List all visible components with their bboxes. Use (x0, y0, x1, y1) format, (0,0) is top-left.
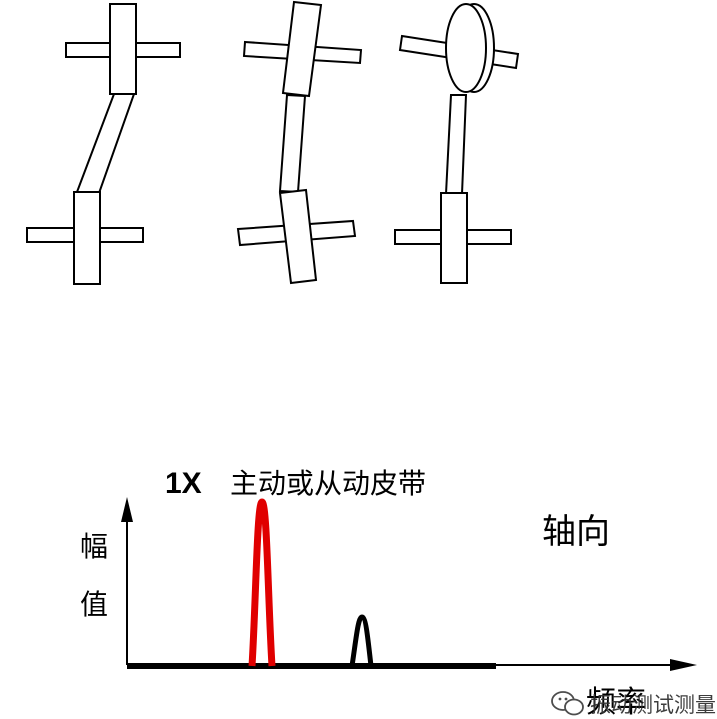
watermark-text: 振动测试测量 (590, 693, 716, 717)
connecting-shaft-1 (75, 93, 136, 198)
watermark: 振动测试测量 (551, 691, 716, 717)
upper-coupling-hub-2 (281, 0, 323, 98)
y-axis-arrow (121, 497, 133, 522)
y-axis-label-line1: 幅 (80, 530, 108, 563)
connecting-shaft-3 (444, 94, 468, 195)
peak-1x (248, 498, 276, 667)
peak-description-label: 主动或从动皮带 (230, 467, 426, 500)
x-axis-label: 频率 (586, 685, 646, 719)
spectrum-chart: 1X 主动或从动皮带 轴向 幅 值 频率 (80, 467, 697, 719)
wechat-icon (551, 691, 584, 716)
rotor-figure-3 (394, 3, 520, 284)
peak-multiplier-label: 1X (165, 467, 202, 500)
connecting-shaft-2 (278, 93, 307, 194)
lower-coupling-hub-1 (73, 191, 101, 285)
lower-coupling-hub-2 (278, 188, 318, 285)
pulley-front-face (445, 3, 487, 93)
peak-2x (349, 614, 374, 667)
y-axis-label-line2: 值 (80, 588, 108, 621)
rotor-figure-2 (236, 0, 363, 285)
rotor-figure-1 (26, 3, 181, 285)
lower-coupling-hub-3 (440, 192, 468, 284)
direction-label: 轴向 (542, 512, 610, 552)
x-axis-arrow (670, 659, 697, 671)
upper-coupling-hub-1 (109, 3, 137, 95)
